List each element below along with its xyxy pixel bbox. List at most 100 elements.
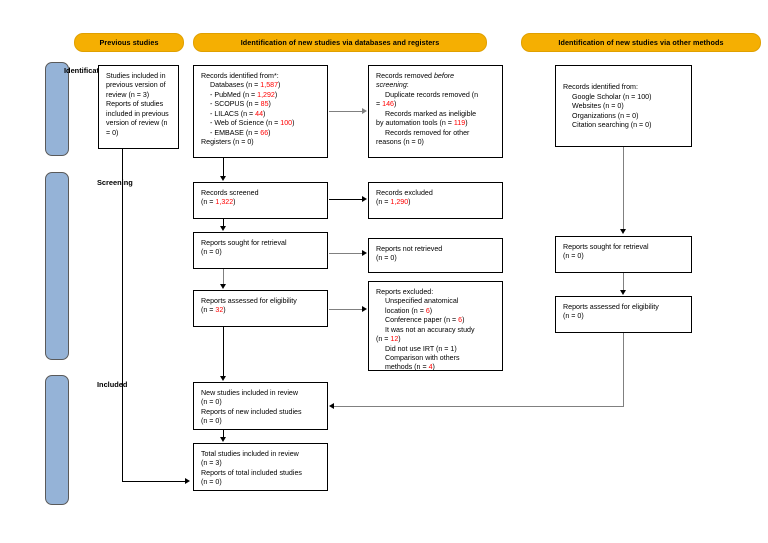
records-removed-item-2-l2: reasons (n = 0): [376, 137, 424, 146]
records-identified-item-5: - EMBASE (n = 66): [210, 128, 271, 137]
banner-other-methods: Identification of new studies via other …: [521, 33, 761, 52]
reports-assessed-line-2: (n = 32): [201, 306, 226, 315]
box-reports-sought: Reports sought for retrieval (n = 0): [193, 232, 328, 269]
arrow-other-sought-to-assessed: [620, 290, 626, 295]
reports-excluded-item-4-l2: methods (n = 4): [385, 363, 435, 371]
records-removed-item-0-l1: Duplicate records removed (n: [385, 90, 479, 99]
records-identified-item-1: - PubMed (n = 1,292): [210, 90, 278, 99]
arrow-identified-to-removed: [362, 108, 367, 114]
records-identified-item-0: Databases (n = 1,587): [210, 81, 281, 90]
previous-studies-line-1: Studies included in: [106, 72, 166, 80]
reports-excluded-header: Reports excluded:: [376, 288, 434, 296]
connector-other-identified-to-sought: [623, 147, 625, 230]
reports-sought-line-1: Reports sought for retrieval: [201, 239, 287, 247]
connector-assessed-to-new-studies: [223, 327, 225, 376]
new-studies-line-1: New studies included in review: [201, 389, 298, 397]
box-reports-not-retrieved: Reports not retrieved (n = 0): [368, 238, 503, 273]
arrow-sought-to-assessed: [220, 284, 226, 289]
connector-identified-to-screened: [223, 158, 225, 177]
arrow-other-to-new-studies: [329, 403, 334, 409]
records-excluded-line-1: Records excluded: [376, 189, 433, 197]
records-removed-item-2-l1: Records removed for other: [385, 128, 470, 137]
reports-sought-other-line-2: (n = 0): [563, 252, 584, 261]
total-studies-line-3: Reports of total included studies: [201, 468, 302, 477]
reports-assessed-line-1: Reports assessed for eligibility: [201, 297, 297, 305]
box-total-studies-included: Total studies included in review (n = 3)…: [193, 443, 328, 491]
records-removed-item-1-l1: Records marked as ineligible: [385, 109, 477, 118]
phase-label-screening: Screening: [97, 178, 133, 187]
records-identified-other-item-3: Citation searching (n = 0): [572, 121, 652, 130]
box-reports-excluded-reasons: Reports excluded: Unspecified anatomical…: [368, 281, 503, 371]
arrow-assessed-to-excluded: [362, 306, 367, 312]
total-studies-line-2: (n = 3): [201, 459, 222, 468]
previous-studies-line-6: included in previous: [106, 109, 169, 118]
connector-screened-to-sought: [223, 219, 225, 227]
reports-excluded-item-2-l1: It was not an accuracy study: [385, 325, 475, 334]
box-reports-sought-other: Reports sought for retrieval (n = 0): [555, 236, 692, 273]
arrow-assessed-to-new-studies: [220, 376, 226, 381]
phase-bar-screening: [45, 172, 69, 360]
records-identified-other-item-0: Google Scholar (n = 100): [572, 92, 652, 101]
reports-excluded-item-1-l2: Conference paper (n = 6): [385, 316, 465, 325]
reports-excluded-item-0-l2: location (n = 6): [385, 306, 433, 315]
connector-new-to-total: [223, 430, 225, 437]
records-identified-item-2: - SCOPUS (n = 85): [210, 100, 271, 109]
box-new-studies-included: New studies included in review (n = 0) R…: [193, 382, 328, 430]
reports-not-retrieved-line-2: (n = 0): [376, 254, 397, 263]
reports-not-retrieved-line-1: Reports not retrieved: [376, 245, 443, 253]
records-identified-item-3: - LILACS (n = 44): [210, 109, 266, 118]
records-screened-line-1: Records screened: [201, 189, 259, 197]
banner-other-methods-label: Identification of new studies via other …: [558, 37, 724, 47]
new-studies-line-2: (n = 0): [201, 398, 222, 407]
previous-studies-line-5: Reports of studies: [106, 100, 164, 109]
records-removed-header: Records removed before: [376, 72, 455, 80]
records-identified-item-4: - Web of Science (n = 100): [210, 119, 295, 128]
previous-studies-line-2: previous version of: [106, 81, 166, 90]
phase-bar-identification: [45, 62, 69, 156]
connector-other-sought-to-assessed: [623, 273, 625, 291]
banner-previous-studies-label: Previous studies: [99, 37, 159, 47]
connector-other-to-new-studies-vertical: [623, 333, 625, 407]
records-identified-header: Records identified from*:: [201, 72, 279, 80]
arrow-new-to-total: [220, 437, 226, 442]
total-studies-line-4: (n = 0): [201, 478, 222, 487]
phase-label-identification: Identification: [64, 66, 110, 75]
arrow-previous-to-total: [185, 478, 190, 484]
reports-excluded-item-0-l1: Unspecified anatomical: [385, 297, 459, 306]
connector-sought-to-not-retrieved: [329, 253, 363, 255]
connector-sought-to-assessed: [223, 269, 225, 285]
records-excluded-line-2: (n = 1,290): [376, 198, 411, 207]
connector-assessed-to-excluded: [329, 309, 363, 311]
reports-sought-other-line-1: Reports sought for retrieval: [563, 243, 649, 251]
connector-screened-to-excluded: [329, 199, 363, 201]
arrow-other-identified-to-sought: [620, 229, 626, 234]
banner-databases-registers-label: Identification of new studies via databa…: [240, 37, 440, 47]
new-studies-line-4: (n = 0): [201, 417, 222, 426]
box-previous-studies: Studies included in previous version of …: [98, 65, 179, 149]
connector-previous-to-total-horizontal: [122, 481, 186, 483]
box-records-identified: Records identified from*: Databases (n =…: [193, 65, 328, 158]
previous-studies-line-3: review (n = 3): [106, 90, 150, 99]
phase-bar-included: [45, 375, 69, 505]
arrow-sought-to-not-retrieved: [362, 250, 367, 256]
records-identified-footer: Registers (n = 0): [201, 137, 254, 146]
reports-excluded-item-4-l1: Comparison with others: [385, 353, 460, 362]
box-records-screened: Records screened (n = 1,322): [193, 182, 328, 219]
new-studies-line-3: Reports of new included studies: [201, 407, 302, 416]
records-removed-header-2: screening:: [376, 81, 409, 90]
box-reports-assessed: Reports assessed for eligibility (n = 32…: [193, 290, 328, 327]
reports-excluded-item-2-l2: (n = 12): [376, 335, 401, 344]
box-records-removed: Records removed before screening: Duplic…: [368, 65, 503, 158]
banner-databases-registers: Identification of new studies via databa…: [193, 33, 487, 52]
banner-previous-studies: Previous studies: [74, 33, 184, 52]
records-identified-other-item-1: Websites (n = 0): [572, 102, 624, 111]
records-screened-line-2: (n = 1,322): [201, 198, 236, 207]
records-identified-other-header: Records identified from:: [563, 83, 638, 92]
arrow-screened-to-sought: [220, 226, 226, 231]
reports-excluded-item-3-l2: Did not use IRT (n = 1): [385, 344, 457, 353]
previous-studies-line-7: version of review (n = 0): [106, 119, 168, 137]
box-reports-assessed-other: Reports assessed for eligibility (n = 0): [555, 296, 692, 333]
total-studies-line-1: Total studies included in review: [201, 450, 299, 458]
reports-sought-line-2: (n = 0): [201, 248, 222, 257]
